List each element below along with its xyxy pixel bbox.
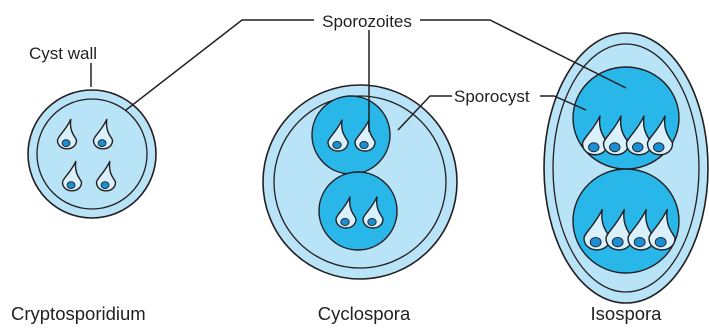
organism-label-isospora: Isospora bbox=[591, 303, 663, 324]
nucleus bbox=[67, 182, 75, 189]
nucleus bbox=[610, 143, 621, 152]
cyst-wall bbox=[28, 90, 156, 218]
nucleus bbox=[589, 143, 600, 152]
isospora-oocyst bbox=[544, 33, 708, 303]
nucleus bbox=[612, 237, 623, 246]
cyclospora-oocyst bbox=[263, 85, 457, 279]
sporozoites-label: Sporozoites bbox=[322, 12, 412, 31]
sporocyst-label: Sporocyst bbox=[454, 87, 530, 106]
nucleus bbox=[634, 237, 645, 246]
nucleus bbox=[655, 237, 666, 246]
nucleus bbox=[654, 143, 665, 152]
nucleus bbox=[368, 218, 376, 225]
organism-label-cyclospora: Cyclospora bbox=[318, 303, 411, 324]
nucleus bbox=[633, 143, 644, 152]
leader-sporozoites-crypto bbox=[126, 20, 314, 110]
nucleus bbox=[360, 141, 368, 148]
nucleus bbox=[341, 218, 349, 225]
sporocyst bbox=[319, 172, 397, 250]
nucleus bbox=[333, 141, 341, 148]
nucleus bbox=[101, 182, 109, 189]
nucleus bbox=[62, 140, 70, 147]
cyst-wall-label: Cyst wall bbox=[29, 44, 97, 63]
nucleus bbox=[98, 140, 106, 147]
sporocyst bbox=[312, 96, 390, 174]
cryptosporidium-oocyst bbox=[28, 90, 156, 218]
nucleus bbox=[590, 237, 601, 246]
organism-label-cryptosporidium: Cryptosporidium bbox=[11, 303, 146, 324]
